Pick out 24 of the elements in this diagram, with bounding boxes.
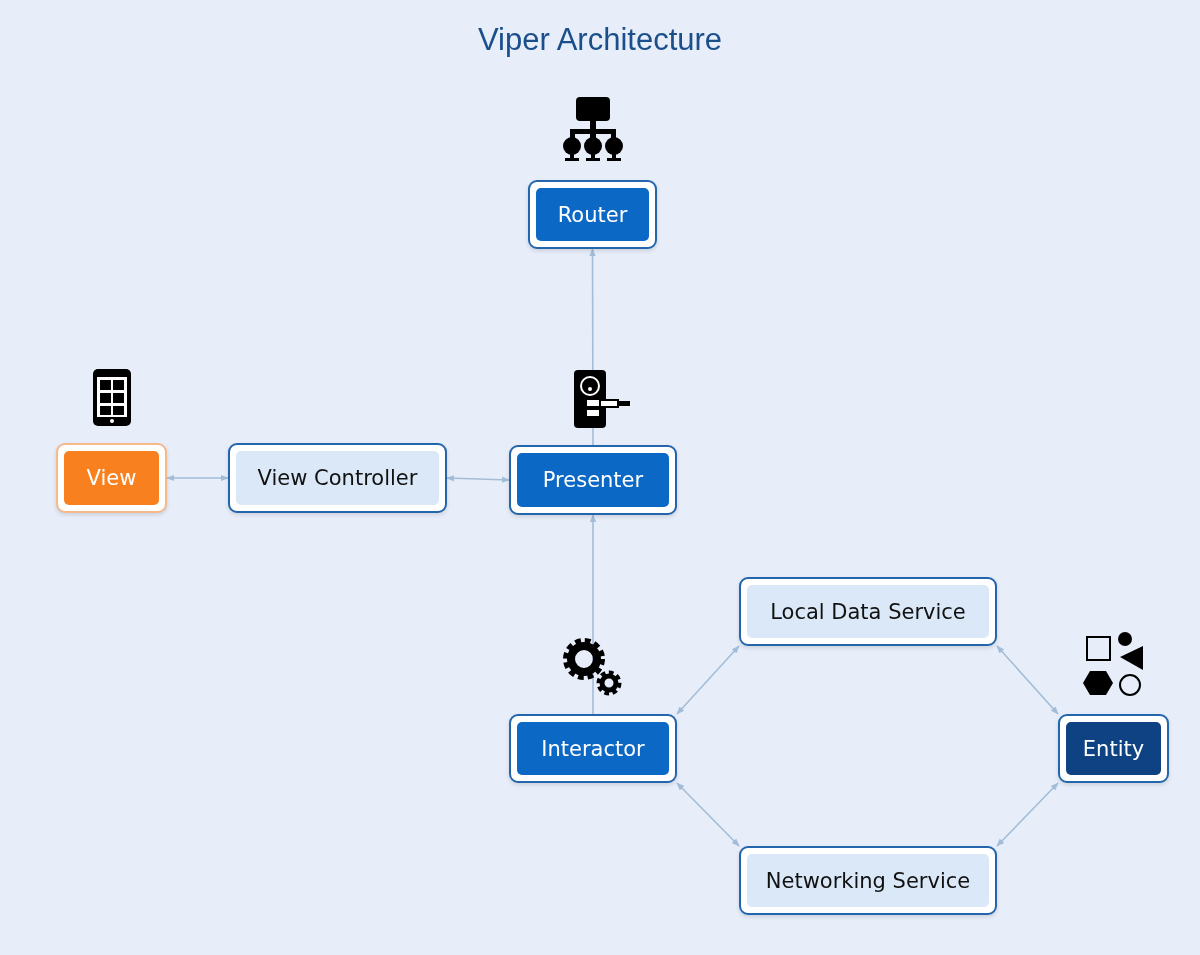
node-box [739, 846, 997, 915]
arrow [589, 514, 597, 715]
arrow [676, 645, 740, 715]
node-box [509, 445, 677, 515]
arrow [996, 645, 1059, 715]
arrow [446, 475, 510, 483]
node-label: View Controller [236, 451, 439, 505]
node-box [1058, 714, 1169, 783]
node-label: Networking Service [747, 854, 989, 907]
node-box [56, 443, 167, 513]
node-label: Router [536, 188, 649, 241]
node-label: Entity [1066, 722, 1161, 775]
arrow [676, 782, 740, 847]
node-label: View [64, 451, 159, 505]
node-label: Presenter [517, 453, 669, 507]
node-box [228, 443, 447, 513]
node-box [739, 577, 997, 646]
arrow [166, 474, 229, 482]
arrow [996, 782, 1059, 847]
node-box [509, 714, 677, 783]
node-label: Local Data Service [747, 585, 989, 638]
node-label: Interactor [517, 722, 669, 775]
node-box [528, 180, 657, 249]
diagram-title: Viper Architecture [476, 22, 724, 58]
